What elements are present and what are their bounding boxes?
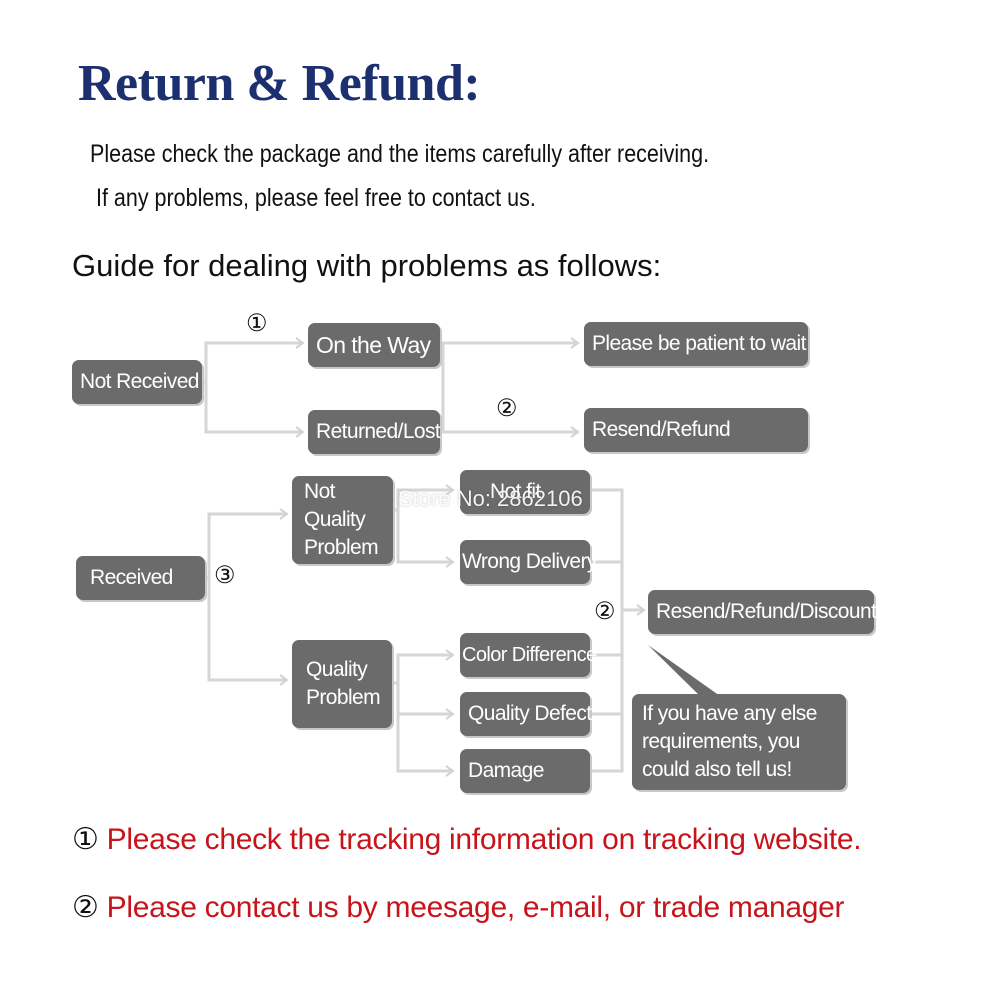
store-watermark: Store No: 2862106 [398, 486, 583, 511]
not-fit-box: Not fit [460, 470, 590, 514]
note-tracking: ① Please check the tracking information … [72, 822, 862, 857]
contact-bubble: If you have any else requirements, you c… [632, 694, 846, 790]
returned-lost-box: Returned/Lost [308, 410, 441, 454]
note-2-number: ② [72, 891, 99, 924]
marker-2-top: ② [496, 395, 518, 422]
marker-3: ③ [214, 562, 236, 589]
wrong-delivery-box: Wrong Delivery [460, 540, 597, 584]
note-contact: ② Please contact us by meesage, e-mail, … [72, 890, 844, 925]
resend-refund-discount-box: Resend/Refund/Discount [648, 590, 877, 634]
marker-1: ① [246, 310, 268, 337]
page-title: Return & Refund: [78, 55, 481, 112]
note-1-text: Please check the tracking information on… [106, 823, 862, 856]
quality-defect-box: Quality Defect [460, 692, 592, 736]
resend-refund-box: Resend/Refund [584, 408, 808, 452]
quality-problem-box: Quality Problem [292, 640, 392, 728]
intro-line-2: If any problems, please feel free to con… [96, 184, 536, 212]
color-difference-box: Color Difference [460, 633, 597, 677]
received-box: Received [76, 556, 205, 600]
quality-problem-label: Quality Problem [306, 658, 381, 709]
damage-box: Damage [460, 749, 590, 793]
marker-2-bottom: ② [594, 598, 616, 625]
intro-line-1: Please check the package and the items c… [90, 140, 710, 168]
not-quality-problem-label: Not Quality Problem [304, 480, 379, 559]
bubble-tail [648, 645, 720, 696]
guide-heading: Guide for dealing with problems as follo… [72, 248, 662, 283]
note-2-text: Please contact us by meesage, e-mail, or… [106, 891, 845, 924]
contact-bubble-text: If you have any else requirements, you c… [642, 702, 817, 781]
on-the-way-box: On the Way [308, 323, 440, 367]
not-quality-problem-box: Not Quality Problem [292, 476, 393, 564]
not-received-box: Not Received [72, 360, 202, 404]
patient-box: Please be patient to wait [584, 322, 808, 366]
note-1-number: ① [72, 823, 99, 856]
